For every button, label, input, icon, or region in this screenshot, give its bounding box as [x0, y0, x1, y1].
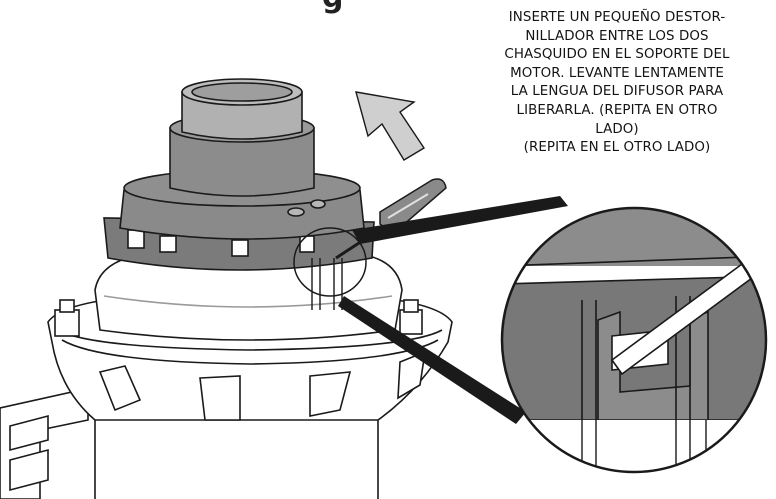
lift-direction-arrow — [355, 91, 425, 161]
instruction-line: LA LENGUA DEL DIFUSOR PARA — [510, 84, 724, 100]
instruction-line: NILLADOR ENTRE LOS DOS — [525, 28, 709, 44]
instruction-line: INSERTE UN PEQUEÑO DESTOR- — [508, 10, 726, 25]
instruction-line: LADO) — [595, 121, 639, 137]
callout-connector-top — [352, 196, 568, 244]
instruction-line: (REPITA EN EL OTRO LADO) — [523, 140, 711, 156]
callout-connector-bottom — [338, 296, 526, 424]
instruction-line: MOTOR. LEVANTE LENTAMENTE — [510, 65, 724, 81]
instruction-line: LIBERARLA. (REPITA EN OTRO — [516, 102, 718, 118]
detail-source-circle — [293, 227, 367, 297]
instruction-line: CHASQUIDO EN EL SOPORTE DEL — [504, 47, 730, 63]
motor-top-cylinder — [169, 78, 315, 197]
cropped-title-fragment: g — [322, 0, 343, 15]
motor-lower-body — [94, 254, 403, 341]
magnified-detail-border — [500, 206, 768, 474]
magnified-detail — [502, 208, 766, 472]
instruction-text: INSERTE UN PEQUEÑO DESTOR- NILLADOR ENTR… — [466, 9, 768, 158]
